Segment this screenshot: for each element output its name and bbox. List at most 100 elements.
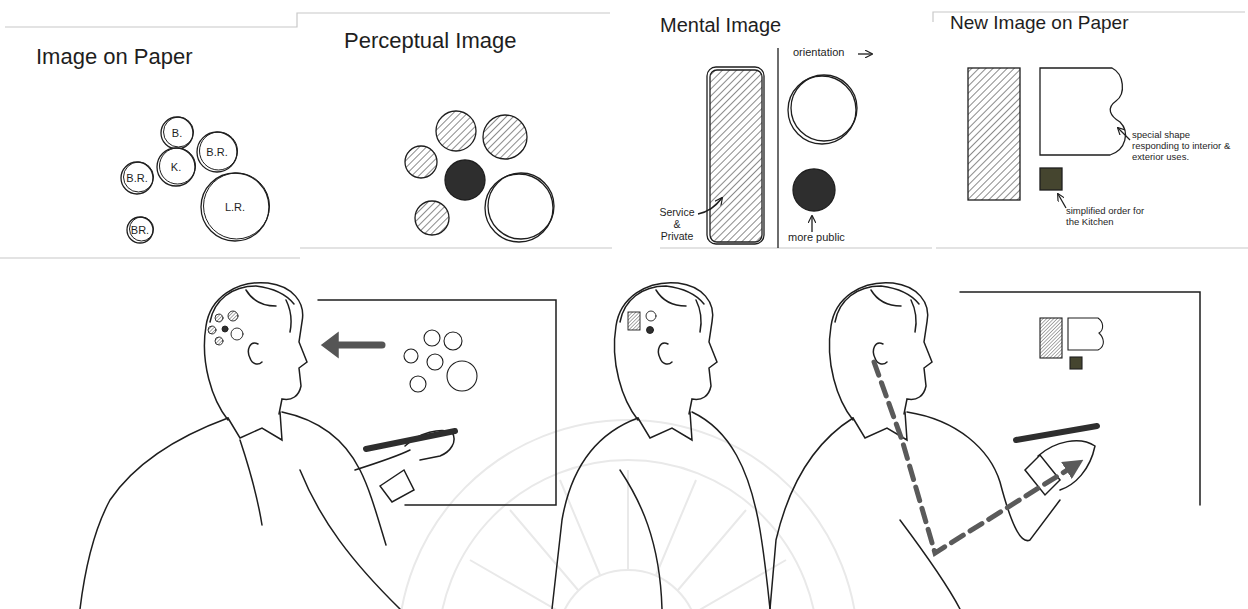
hatched-bubble: [436, 111, 476, 151]
hatched-bubble: [483, 115, 527, 159]
ear: [248, 343, 262, 364]
board-shapes: [1040, 318, 1103, 369]
annotation: more public: [788, 231, 868, 244]
bubble-outline: [200, 132, 238, 170]
icon-bubble: [228, 311, 238, 321]
kitchen-block: [1040, 168, 1062, 190]
bubble-outline: [204, 173, 270, 239]
board-bubble: [404, 349, 418, 363]
panel-border: [5, 13, 610, 27]
room-bubble: B.R.: [120, 161, 154, 195]
collar: [638, 412, 692, 440]
special-shape: [1040, 68, 1125, 155]
drawing-board: [318, 300, 556, 505]
thinking-figure: [552, 283, 770, 609]
head-icon: [208, 311, 243, 345]
leader-arrow: [1118, 128, 1130, 140]
service-zone-outline: [707, 67, 764, 244]
bubble-outline: [160, 148, 196, 184]
back-outline: [80, 418, 228, 609]
bubble-outline: [121, 162, 153, 194]
hair: [210, 286, 294, 332]
mental-image: [698, 48, 872, 248]
action-arrow: [874, 362, 1080, 553]
leader-arrow: [1058, 194, 1066, 208]
head-outline: [614, 283, 717, 420]
bubble-outline: [201, 173, 269, 241]
bubble-outline: [157, 148, 195, 186]
bubble-outline: [164, 117, 194, 147]
icon-bubble: [215, 314, 223, 322]
shoulder: [692, 412, 770, 609]
leader-arrow: [811, 216, 812, 232]
panel-heading: Image on Paper: [36, 44, 226, 69]
room-label: K.: [171, 161, 181, 173]
back-outline: [552, 418, 638, 609]
seal-ring: [558, 570, 698, 609]
bubble-outline: [127, 217, 153, 243]
perception-arrow: [334, 342, 382, 349]
room-label: B.: [172, 127, 182, 139]
board-bubble: [427, 354, 443, 370]
orientation-arrow: [858, 53, 872, 54]
orientation-divider: [777, 48, 778, 248]
room-bubble: BR.: [126, 216, 154, 244]
service-zone: [710, 70, 762, 242]
black-bubble: [445, 160, 485, 200]
black-bubble: [793, 169, 835, 211]
room-label: BR.: [131, 224, 149, 236]
board-bubbles: [404, 330, 477, 392]
board-bubble: [424, 330, 440, 346]
white-bubble: [788, 76, 856, 144]
panel-heading: Mental Image: [660, 14, 800, 37]
leader-line: [698, 198, 722, 214]
room-bubble: B.R.: [196, 131, 238, 173]
icon-bubble: [208, 326, 216, 334]
icon-bubble: [222, 326, 228, 332]
board-bubble: [447, 361, 477, 391]
head: [614, 283, 717, 420]
room-label: L.R.: [225, 201, 245, 213]
board-block: [1070, 357, 1082, 369]
icon-bubble: [646, 311, 656, 321]
room-label: B.R.: [206, 146, 227, 158]
service-block: [968, 68, 1020, 200]
perception-arrowhead: [322, 333, 338, 357]
coat-fold: [620, 470, 662, 609]
coat-front: [300, 470, 400, 609]
bubble-outline: [130, 217, 154, 241]
forearm: [355, 450, 410, 470]
board-shape: [1068, 318, 1103, 350]
icon-bubble: [231, 328, 243, 340]
board-bubble: [410, 376, 426, 392]
board-bubble: [444, 332, 462, 350]
bubble-outline: [197, 132, 237, 172]
head-icon: [628, 311, 656, 334]
drawing-figure: [770, 283, 1200, 609]
seal-ring: [398, 420, 858, 609]
cuff: [380, 470, 414, 502]
perceptual-bubbles: [405, 111, 554, 242]
shoulder: [282, 412, 386, 545]
board-block: [1040, 318, 1062, 358]
hatched-bubble: [415, 201, 449, 235]
annotation: simplified order for the Kitchen: [1066, 206, 1146, 228]
ear: [658, 343, 672, 364]
icon-bubble: [647, 327, 654, 334]
head: [829, 283, 932, 420]
hair: [835, 286, 919, 332]
back-outline: [770, 418, 853, 609]
annotation: special shape responding to interior & e…: [1132, 130, 1234, 163]
panel-heading: New Image on Paper: [950, 12, 1150, 34]
bubble-outline: [161, 117, 193, 149]
panel-border: [0, 248, 1248, 258]
lapel: [240, 440, 262, 525]
head-outline: [829, 283, 932, 420]
seal-rays: [470, 470, 786, 609]
icon-block: [628, 312, 640, 330]
hair: [620, 286, 704, 332]
annotation: Service & Private: [656, 206, 698, 242]
panel-heading: Perceptual Image: [344, 28, 544, 53]
